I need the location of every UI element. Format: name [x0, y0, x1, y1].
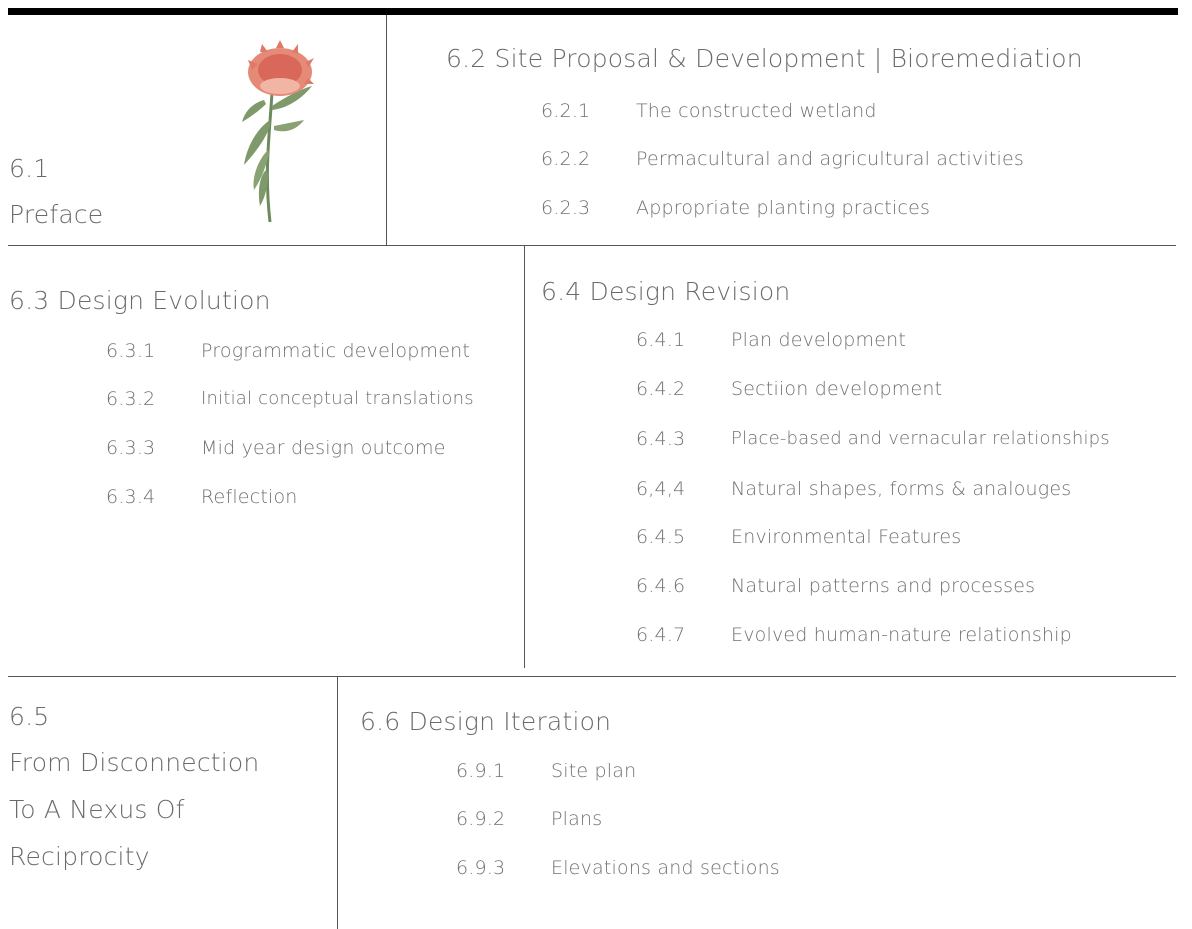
section-6-4-item-label: Evolved human-nature relationship: [731, 624, 1072, 646]
divider-horizontal-1: [8, 245, 1176, 246]
preface-number: 6.1: [9, 154, 50, 183]
section-6-3-item-label: Reflection: [201, 486, 298, 508]
section-6-4-item-label: Place-based and vernacular relationships: [731, 428, 1110, 449]
section-6-2-item-label: Appropriate planting practices: [636, 197, 931, 219]
section-6-4-item-number: 6.4.5: [636, 526, 686, 548]
section-6-4-item-label: Environmental Features: [731, 526, 962, 548]
section-6-4-item-number: 6,4,4: [636, 478, 686, 500]
section-6-4-item-number: 6.4.1: [636, 329, 686, 351]
section-6-3-item-number: 6.3.1: [106, 340, 156, 362]
section-6-2-item-number: 6.2.1: [541, 100, 591, 122]
section-6-4-item-number: 6.4.3: [636, 428, 686, 450]
section-6-4-item-number: 6.4.2: [636, 378, 686, 400]
section-6-5-line: 6.5: [9, 702, 50, 731]
section-6-6-item-label: Site plan: [551, 760, 637, 782]
section-6-6-heading: 6.6 Design Iteration: [360, 707, 612, 736]
section-6-6-item-number: 6.9.1: [456, 760, 506, 782]
section-6-5-line: To A Nexus Of: [9, 795, 185, 824]
section-6-2-item-number: 6.2.3: [541, 197, 591, 219]
section-6-2-item-number: 6.2.2: [541, 148, 591, 170]
section-6-2-heading: 6.2 Site Proposal & Development | Biorem…: [446, 44, 1083, 73]
section-6-3-item-number: 6.3.3: [106, 437, 156, 459]
section-6-5-line: Reciprocity: [9, 842, 150, 871]
section-6-2-item-label: Permacultural and agricultural activitie…: [636, 148, 1024, 170]
section-6-3-item-number: 6.3.4: [106, 486, 156, 508]
protea-flower-illustration: [242, 40, 314, 223]
divider-vertical-1: [386, 15, 387, 245]
divider-vertical-2: [524, 245, 525, 668]
section-6-3-item-label: Mid year design outcome: [201, 437, 446, 459]
section-6-6-item-label: Elevations and sections: [551, 857, 780, 879]
section-6-4-heading: 6.4 Design Revision: [541, 277, 791, 306]
divider-horizontal-2: [8, 676, 1176, 677]
section-6-6-item-label: Plans: [551, 808, 603, 830]
section-6-3-item-number: 6.3.2: [106, 388, 156, 410]
section-6-3-item-label: Initial conceptual translations: [201, 388, 474, 409]
section-6-4-item-number: 6.4.6: [636, 575, 686, 597]
divider-vertical-3: [337, 676, 338, 929]
section-6-5-line: From Disconnection: [9, 748, 260, 777]
section-6-3-heading: 6.3 Design Evolution: [9, 286, 271, 315]
section-6-4-item-label: Sectiion development: [731, 378, 943, 400]
section-6-4-item-label: Natural shapes, forms & analouges: [731, 478, 1072, 500]
section-6-4-item-label: Natural patterns and processes: [731, 575, 1036, 597]
top-rule: [8, 8, 1178, 15]
section-6-2-item-label: The constructed wetland: [636, 100, 877, 122]
section-6-4-item-label: Plan development: [731, 329, 906, 351]
preface-title: Preface: [9, 200, 104, 229]
section-6-3-item-label: Programmatic development: [201, 340, 471, 362]
section-6-6-item-number: 6.9.2: [456, 808, 506, 830]
section-6-4-item-number: 6.4.7: [636, 624, 686, 646]
section-6-6-item-number: 6.9.3: [456, 857, 506, 879]
